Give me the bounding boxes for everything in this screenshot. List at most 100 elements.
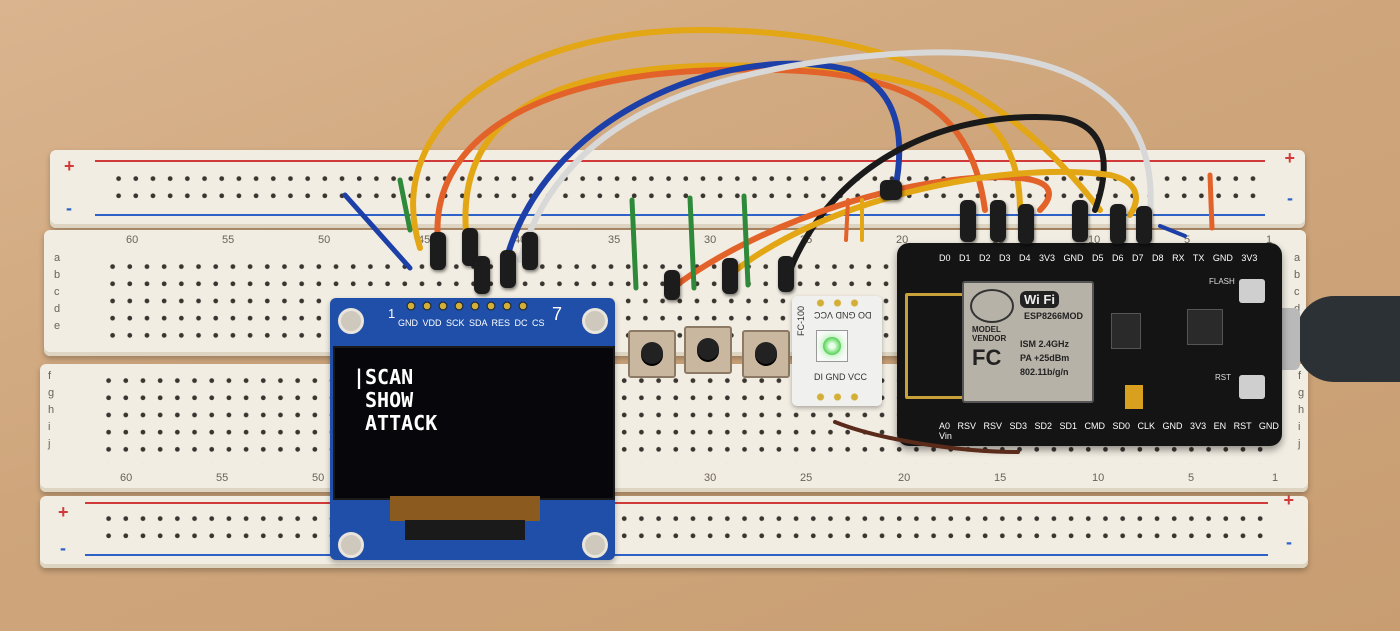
minus-sign: - [66, 198, 72, 218]
column-number: 60 [126, 234, 139, 246]
column-number: 1 [1266, 234, 1273, 246]
rail-holes [100, 510, 1268, 544]
mounting-hole [338, 532, 364, 558]
positive-rail-line [85, 502, 1268, 504]
push-button [628, 330, 676, 378]
usb-cable [1296, 296, 1400, 382]
column-number: 20 [898, 472, 911, 484]
wire-green-short [629, 197, 639, 291]
wire-blue-short [1158, 224, 1187, 238]
wire-yellow [727, 168, 1139, 278]
push-button [742, 330, 790, 378]
minus-sign: - [60, 538, 66, 558]
menu-label: ATTACK [365, 411, 438, 435]
wire-white [517, 49, 1154, 263]
button-cap [697, 338, 719, 360]
wire-blue [502, 60, 903, 268]
jumper-connector [1136, 206, 1152, 244]
push-button [684, 326, 732, 374]
jumper-connector [960, 200, 976, 242]
wire-yellow [410, 26, 1103, 251]
column-number: 10 [1092, 472, 1105, 484]
vendor-logo [970, 289, 1014, 323]
wire-orange-short [1207, 172, 1215, 231]
rgb-led-module: DO GND VCC FC-100 DI GND VCC [792, 296, 882, 406]
wire-green-short [687, 195, 697, 291]
power-rail-bottom: + - + - [40, 490, 1308, 568]
jumper-connector [778, 256, 794, 292]
menu-item-attack: ATTACK [365, 412, 437, 435]
column-number: 30 [704, 472, 717, 484]
row-letters: f g h i j [1298, 370, 1311, 450]
led-pins [812, 392, 864, 402]
led-chip [816, 330, 848, 362]
minus-sign: - [1286, 532, 1292, 552]
oled-flex-cable [390, 496, 540, 521]
oled-flex-connector [405, 520, 525, 540]
esp8266-module: Wi Fi ESP8266MOD MODEL VENDOR FC ISM 2.4… [962, 281, 1094, 403]
negative-rail-line [95, 214, 1265, 216]
tantalum-capacitor [1125, 385, 1143, 409]
usb-serial-chip [1187, 309, 1223, 345]
column-number: 5 [1188, 472, 1195, 484]
spec-line: ISM 2.4GHz [1020, 339, 1070, 349]
column-number: 60 [120, 472, 133, 484]
wire-black [787, 114, 1107, 273]
oled-menu: |SCAN SHOW ATTACK [353, 365, 437, 435]
plus-sign: + [64, 156, 75, 176]
menu-item-show: SHOW [365, 389, 437, 412]
jumper-connector [1110, 204, 1126, 244]
button-cap [641, 342, 663, 364]
flash-label: FLASH [1209, 277, 1235, 286]
column-number: 55 [222, 234, 235, 246]
regulator-chip [1111, 313, 1141, 349]
column-number: 1 [1272, 472, 1279, 484]
menu-label: SCAN [365, 365, 414, 389]
plus-sign: + [58, 502, 69, 522]
mounting-hole [582, 308, 608, 334]
negative-rail-line [85, 554, 1268, 556]
wire-yellow [462, 62, 1023, 263]
jumper-connector [522, 232, 538, 270]
menu-item-scan: |SCAN [353, 365, 437, 389]
row-letters: f g h i j [48, 370, 61, 450]
module-name: ESP8266MOD [1024, 311, 1084, 321]
spec-line: 802.11b/g/n [1020, 367, 1069, 377]
pin-number: 7 [552, 304, 563, 324]
column-number: 25 [800, 472, 813, 484]
model-vendor: MODEL VENDOR [972, 325, 1007, 343]
positive-rail-line [95, 160, 1265, 162]
plus-sign: + [1284, 148, 1295, 168]
oled-display: 1 7 GND VDD SCK SDA RES DC CS |SCAN SHOW… [330, 298, 615, 560]
jumper-connector [474, 256, 490, 294]
wire-blue-short [342, 192, 413, 271]
mounting-hole [582, 532, 608, 558]
led-pin-labels-bottom: DI GND VCC [814, 372, 868, 382]
column-number: 15 [994, 472, 1007, 484]
jumper-connector [462, 228, 478, 266]
jumper-connector [500, 250, 516, 288]
plus-sign: + [1283, 490, 1294, 510]
minus-sign: - [1287, 188, 1293, 208]
wire-orange-short [844, 198, 850, 242]
jumper-connector [880, 180, 902, 200]
jumper-connector [1018, 204, 1034, 244]
column-number: 35 [608, 234, 621, 246]
oled-pin-labels: GND VDD SCK SDA RES DC CS [398, 318, 545, 328]
wire-green-short [397, 177, 413, 233]
column-number: 30 [704, 234, 717, 246]
rst-label: RST [1215, 373, 1231, 382]
column-number: 5 [1184, 234, 1191, 246]
wifi-badge: Wi Fi [1020, 291, 1059, 308]
menu-cursor: | [353, 365, 366, 389]
nodemcu-board: D0 D1 D2 D3 D4 3V3 GND D5 D6 D7 D8 RX TX… [897, 243, 1282, 446]
flash-button [1239, 279, 1265, 303]
mcu-pin-labels-bottom: A0 RSV RSV SD3 SD2 SD1 CMD SD0 CLK GND 3… [939, 421, 1279, 441]
jumper-connector [664, 270, 680, 300]
jumper-connector [1072, 200, 1088, 242]
menu-label: SHOW [365, 388, 414, 412]
jumper-connector [430, 232, 446, 270]
oled-header-pins [403, 298, 533, 314]
led-glow [823, 337, 841, 355]
